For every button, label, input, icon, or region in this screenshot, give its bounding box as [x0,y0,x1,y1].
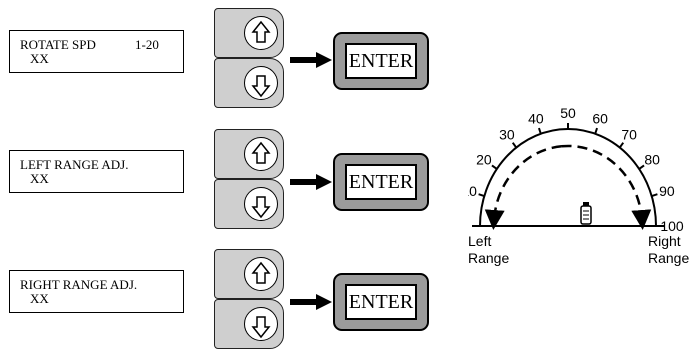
right-arrow-icon [290,174,332,190]
dial-scale-label: 60 [592,111,608,127]
arrow-up-icon [251,261,271,284]
up-button-1[interactable] [214,8,284,58]
display-line1: ROTATE SPD [20,37,96,52]
left-label-line2: Range [468,250,509,266]
left-label-line1: Left [468,233,491,249]
dial-scale-label: 20 [476,152,492,168]
up-button-2[interactable] [214,129,284,179]
sweep-arrow-right [561,144,652,230]
right-arrow-icon [290,52,332,68]
arrow-down-icon [251,316,271,339]
display-line2: XX [30,171,49,186]
dial-tick [638,164,645,170]
dial-scale-label: 70 [621,127,637,143]
right-label-line2: Range [648,250,689,266]
enter-label: ENTER [345,284,417,320]
dial-outer-arc [479,128,657,227]
display-range: 1-20 [135,37,159,52]
dial-scale-label: 90 [659,183,675,199]
display-left-range: LEFT RANGE ADJ. XX [9,150,184,193]
enter-button-1[interactable]: ENTER [333,32,429,90]
display-line2: XX [30,51,49,66]
right-arrow-icon [290,294,332,310]
dial-tick [618,142,625,149]
enter-button-2[interactable]: ENTER [333,153,429,211]
dial-tick [491,164,498,170]
dial-tick [511,142,518,149]
lamp-icon [580,202,592,225]
display-line2: XX [30,291,49,306]
sweep-arrow-left [484,145,562,230]
dial-scale-label: 80 [644,152,660,168]
right-label-line1: Right [648,233,681,249]
dial-tick [651,193,658,197]
dial-scale-labels: 0102030405060708090100 [468,105,684,234]
display-right-range: RIGHT RANGE ADJ. XX [9,270,184,313]
dial-tick [538,127,542,135]
dial-tick [594,127,598,135]
dial-scale-label: 10 [468,183,477,199]
down-button-1[interactable] [214,58,284,108]
arrow-up-icon [251,141,271,164]
range-dial: 0102030405060708090100 Left Range Right … [468,105,689,266]
dial-scale-label: 30 [499,127,515,143]
enter-button-3[interactable]: ENTER [333,273,429,331]
arrow-up-icon [251,20,271,43]
enter-label: ENTER [345,164,417,200]
display-line1: RIGHT RANGE ADJ. [20,277,138,292]
up-button-3[interactable] [214,249,284,299]
down-button-3[interactable] [214,299,284,349]
enter-label: ENTER [345,43,417,79]
dial-ticks [474,123,662,227]
display-line1: LEFT RANGE ADJ. [20,157,129,172]
dial-scale-label: 50 [560,105,576,121]
display-rotate-speed: ROTATE SPD 1-20 XX [9,30,184,73]
arrow-down-icon [251,75,271,98]
arrow-down-icon [251,196,271,219]
down-button-2[interactable] [214,179,284,229]
dial-tick [478,193,485,197]
dial-scale-label: 40 [528,111,544,127]
dial-scale-label: 100 [660,218,684,234]
